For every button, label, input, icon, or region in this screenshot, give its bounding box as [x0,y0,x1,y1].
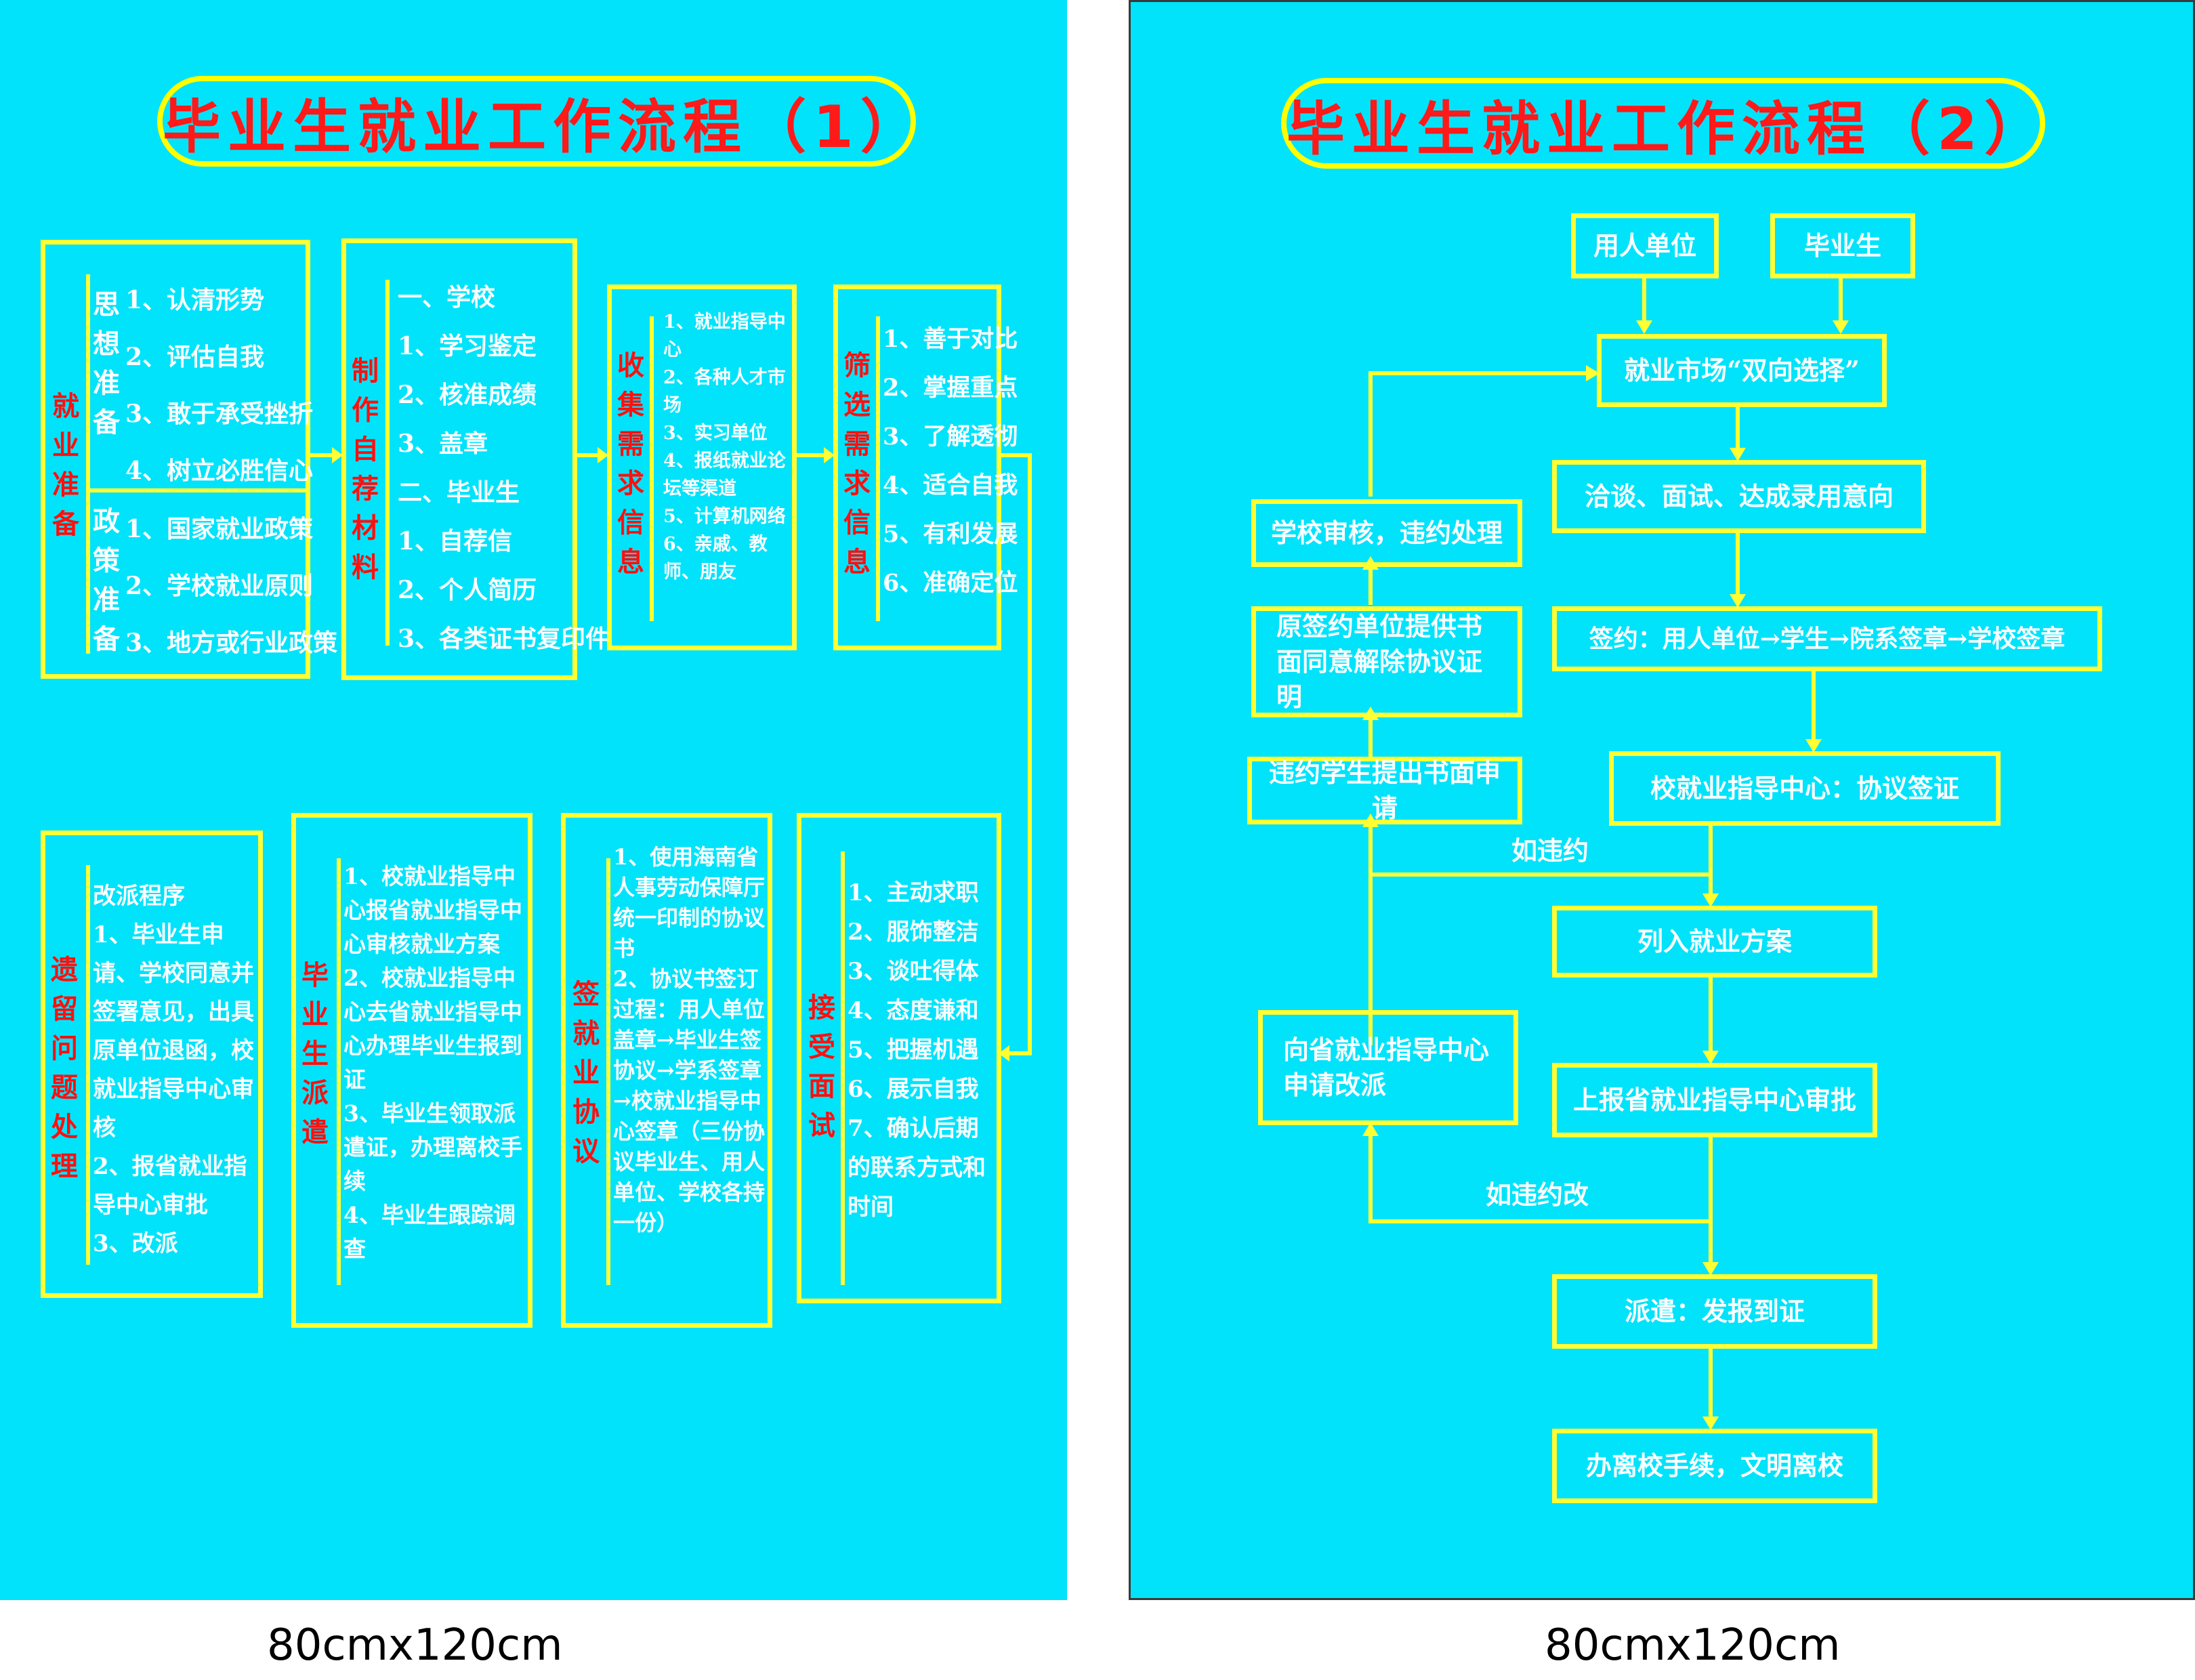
materials-box: 制作自荐材料 一、学校 1、学习鉴定 2、核准成绩 3、盖章 二、毕业生 1、自… [341,238,610,680]
list-item: 1、认清形势 [125,286,265,314]
list-item: 3、各类证书复印件 [398,625,610,653]
panel1-title: 毕业生就业工作流程（1） [157,76,919,167]
list-item: 2、各种人才市场 [663,367,786,416]
list-item: 4、报纸就业论坛等渠道 [663,450,786,499]
node-student-apply: 违约学生提出书面申请 [1247,757,1522,824]
list-item: 2、校就业指导中心去省就业指导中心办理毕业生报到证 [343,965,522,1093]
filter-list: 1、善于对比 2、掌握重点 3、了解透彻 4、适合自我 5、有利发展 6、准确定… [883,315,1018,608]
node-negotiate: 洽谈、面试、达成录用意向 [1552,460,1926,533]
flowchart-panel-1: 毕业生就业工作流程（1） 就业准备 思想准备 1 [0,0,1067,1600]
panel1-connectors [310,447,1032,1062]
list-item: 4、态度谦和 [848,997,979,1024]
materials-label: 制作自荐材料 [352,355,379,583]
node-graduate: 毕业生 [1770,213,1915,278]
agreement-box: 签就业协议 1、使用海南省人事劳动保障厅统一印制的协议书 2、协议书签订过程：用… [561,813,772,1328]
list-item: 4、树立必胜信心 [125,457,314,485]
list-item: 5、把握机遇 [848,1036,979,1064]
list-item: 3、敢于承受挫折 [125,400,314,428]
filter-box: 筛选需求信息 1、善于对比 2、掌握重点 3、了解透彻 4、适合自我 5、有利发… [833,285,1018,650]
legacy-list: 改派程序 1、毕业生申请、学校同意并签署意见，出具原单位退函，校就业指导中心审核… [93,877,262,1263]
node-orig-unit: 原签约单位提供书面同意解除协议证明 [1251,606,1522,717]
node-leave: 办离校手续，文明离校 [1552,1429,1877,1503]
list-item: 3、改派 [93,1230,178,1257]
panel2-connectors [1362,276,1849,1430]
dispatch-box: 毕业生派遣 1、校就业指导中心报省就业指导中心审核就业方案 2、校就业指导中心去… [291,813,532,1328]
list-item: 2、学校就业原则 [125,572,314,600]
filter-label: 筛选需求信息 [843,350,871,578]
arrow-breach-change-to-province-apply [1368,1131,1711,1223]
node-employer: 用人单位 [1571,213,1719,278]
node-certify: 校就业指导中心：协议签证 [1609,751,2001,826]
agreement-label: 签就业协议 [572,978,600,1167]
list-item: 1、自荐信 [398,527,513,555]
collect-list: 1、就业指导中心 2、各种人才市场 3、实习单位 4、报纸就业论坛等渠道 5、计… [663,308,796,586]
list-item: 4、适合自我 [883,471,1018,499]
list-item: 1、就业指导中心 [663,312,786,360]
prep-label: 就业准备 [52,390,79,540]
list-item: 2、核准成绩 [398,381,537,409]
node-dispatch: 派遣：发报到证 [1552,1274,1877,1349]
list-item: 改派程序 [93,883,185,910]
flowchart-panel-2: 毕业生就业工作流程（2） [1129,0,2195,1600]
prep-thought-label: 思想准备 [93,289,120,438]
collect-box: 收集需求信息 1、就业指导中心 2、各种人才市场 3、实习单位 4、报纸就业论坛… [607,285,797,650]
legacy-box: 遗留问题处理 改派程序 1、毕业生申请、学校同意并签署意见，出具原单位退函，校就… [41,831,263,1298]
list-item: 2、服饰整洁 [848,919,979,946]
list-item: 6、亲戚、教师、朋友 [663,534,768,583]
list-item: 6、准确定位 [883,569,1018,597]
list-item: 6、展示自我 [848,1076,979,1103]
list-item: 1、使用海南省人事劳动保障厅统一印制的协议书 [613,844,766,961]
list-item: 7、确认后期的联系方式和时间 [848,1115,986,1221]
list-item: 3、了解透彻 [883,423,1018,450]
prep-box: 就业准备 思想准备 1、认清形势 2、评估自我 3、敢于承受挫折 4、树立必胜信… [41,240,337,679]
node-sign: 签约：用人单位→学生→院系签章→学校签章 [1552,606,2102,671]
list-item: 1、国家就业政策 [125,515,314,543]
agreement-list: 1、使用海南省人事劳动保障厅统一印制的协议书 2、协议书签订过程：用人单位盖章→… [613,842,773,1238]
list-item: 2、评估自我 [125,343,265,371]
list-item: 5、计算机网络 [663,506,786,527]
label-breach: 如违约 [1511,835,1589,866]
label-breach-change: 如违约改 [1486,1179,1589,1210]
list-item: 2、报省就业指导中心审批 [93,1153,247,1219]
dispatch-label: 毕业生派遣 [301,959,329,1148]
node-plan: 列入就业方案 [1552,906,1877,978]
list-item: 一、学校 [398,283,496,312]
list-item: 二、毕业生 [398,478,520,507]
list-item: 3、地方或行业政策 [125,629,338,657]
list-item: 2、个人简历 [398,576,537,604]
list-item: 5、有利发展 [883,520,1018,548]
node-market: 就业市场“双向选择” [1597,334,1887,407]
prep-policy-label: 政策准备 [93,505,120,655]
list-item: 2、掌握重点 [883,374,1018,402]
list-item: 1、善于对比 [883,325,1018,353]
list-item: 2、协议书签订过程：用人单位盖章→毕业生签协议→学系签章→校就业指导中心签章（三… [613,966,766,1236]
list-item: 1、学习鉴定 [398,332,537,360]
list-item: 1、主动求职 [848,879,979,906]
interview-box: 接受面试 1、主动求职 2、服饰整洁 3、谈吐得体 4、态度谦和 5、把握机遇 … [797,813,1001,1303]
legacy-label: 遗留问题处理 [51,954,78,1182]
arrow-filter-to-interview [1001,453,1032,1055]
interview-label: 接受面试 [808,992,835,1141]
prep-policy-list: 1、国家就业政策 2、学校就业原则 3、地方或行业政策 [125,501,337,671]
panel2-title: 毕业生就业工作流程（2） [1281,78,2045,169]
materials-list: 一、学校 1、学习鉴定 2、核准成绩 3、盖章 二、毕业生 1、自荐信 2、个人… [398,273,610,663]
list-item: 4、毕业生跟踪调查 [343,1202,516,1262]
arrow-school-review-to-market [1368,371,1591,497]
interview-list: 1、主动求职 2、服饰整洁 3、谈吐得体 4、态度谦和 5、把握机遇 6、展示自… [848,873,1001,1227]
prep-thought-list: 1、认清形势 2、评估自我 3、敢于承受挫折 4、树立必胜信心 [125,272,313,499]
caption-left: 80cmx120cm [267,1620,563,1671]
caption-right: 80cmx120cm [1545,1620,1841,1671]
dispatch-list: 1、校就业指导中心报省就业指导中心审核就业方案 2、校就业指导中心去省就业指导中… [343,860,532,1266]
list-item: 3、盖章 [398,429,488,458]
node-report: 上报省就业指导中心审批 [1552,1063,1877,1137]
list-item: 3、毕业生领取派遣证，办理离校手续 [343,1100,522,1194]
list-item: 1、毕业生申请、学校同意并签署意见，出具原单位退函，校就业指导中心审核 [93,921,254,1141]
list-item: 1、校就业指导中心报省就业指导中心审核就业方案 [343,863,522,957]
list-item: 3、谈吐得体 [848,958,979,985]
collect-label: 收集需求信息 [617,350,644,578]
list-item: 3、实习单位 [663,423,768,444]
node-province-apply: 向省就业指导中心申请改派 [1258,1010,1518,1125]
node-school-review: 学校审核，违约处理 [1251,499,1522,567]
